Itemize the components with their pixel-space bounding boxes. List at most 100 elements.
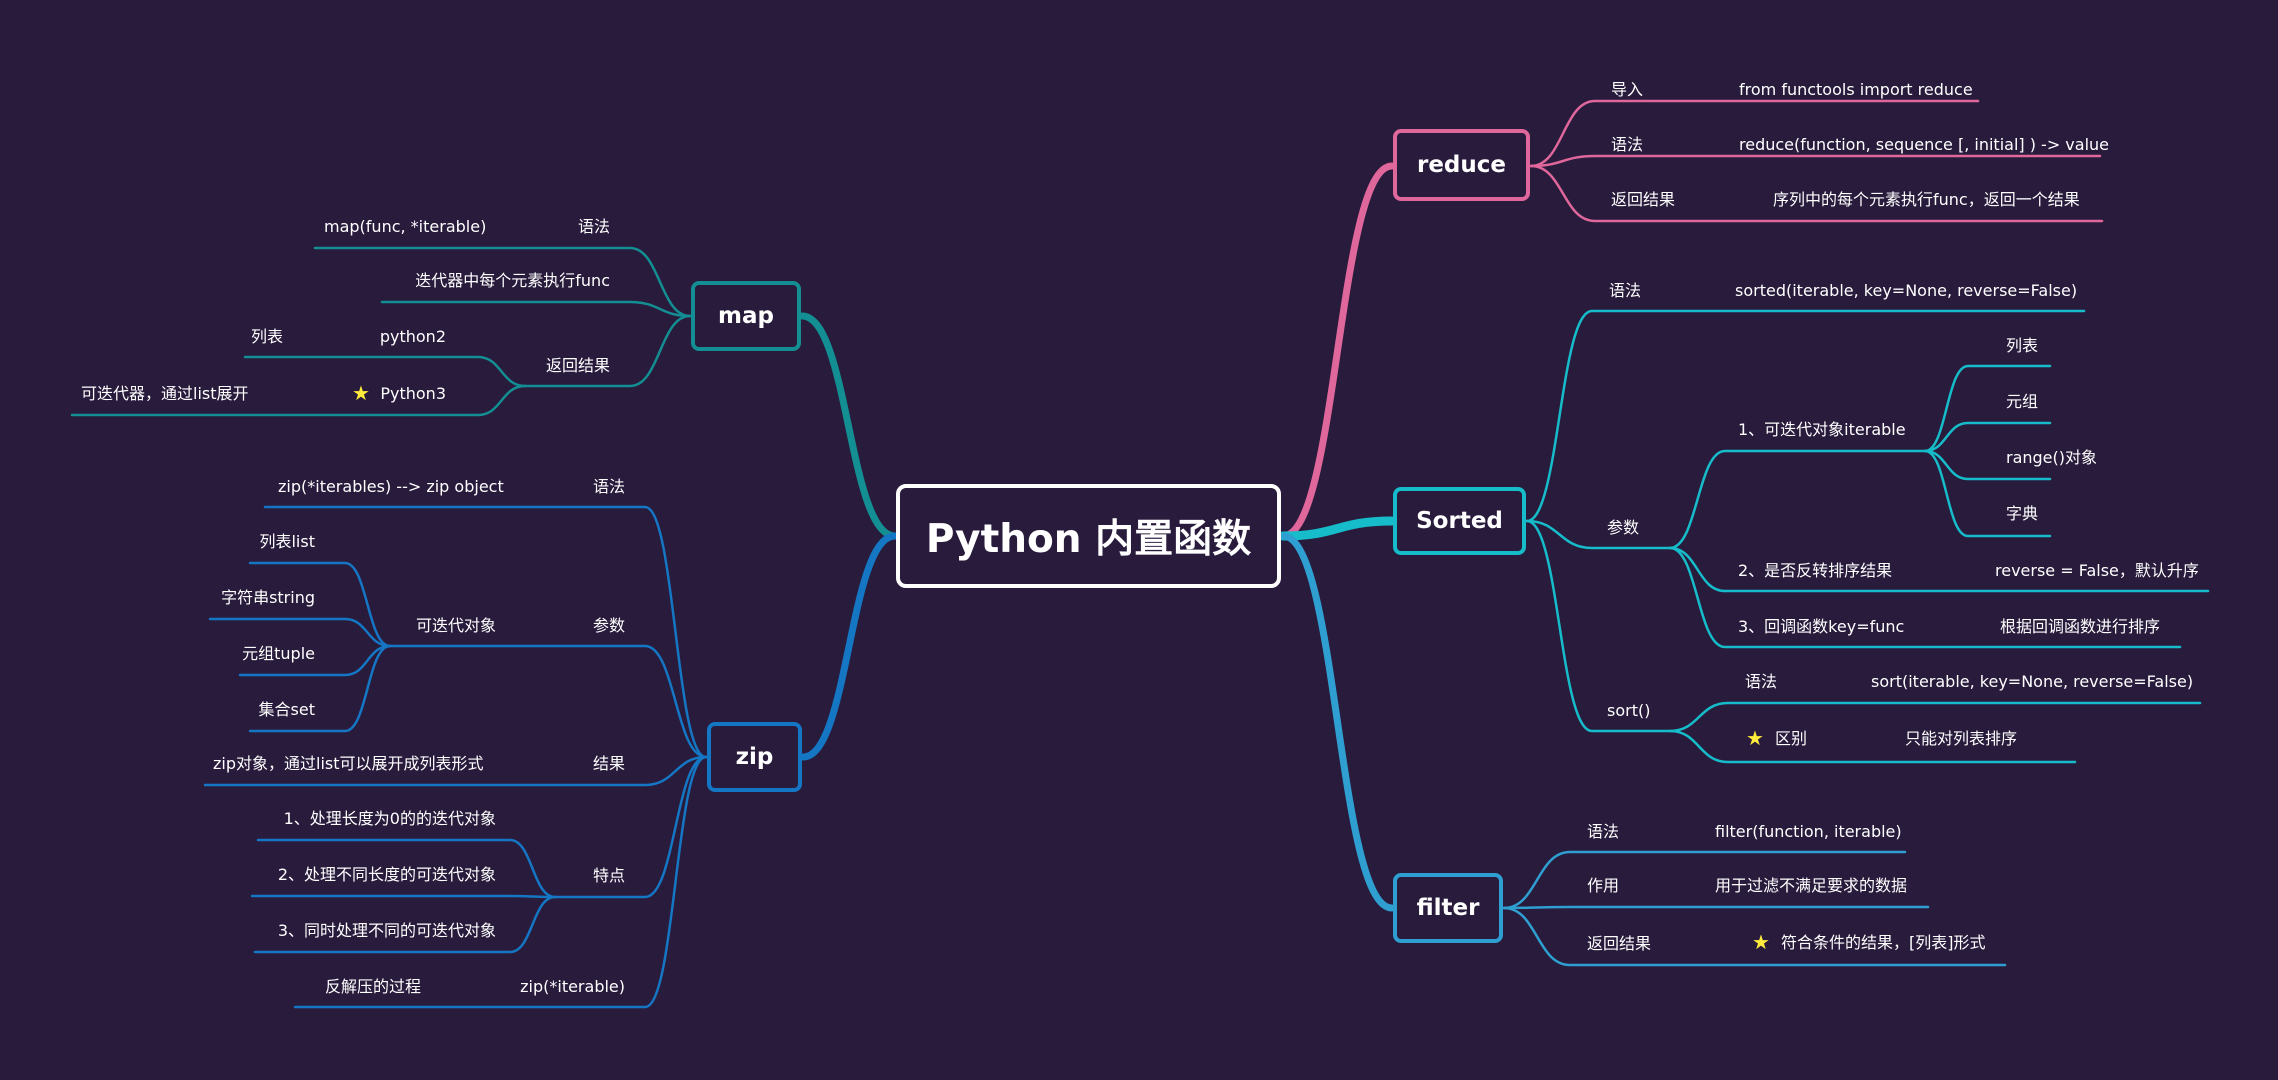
- connector-iterable-set: [248, 644, 392, 733]
- map-py2-key: python2: [379, 327, 446, 346]
- zip-iterable-item: 字符串string: [221, 588, 315, 607]
- zip-unzip-key: zip(*iterable): [520, 977, 625, 996]
- zip-params-key: 参数: [592, 616, 625, 635]
- zip-result-value: zip对象，通过list可以展开成列表形式: [213, 754, 484, 773]
- connector-zip-params: [508, 644, 708, 759]
- zip-syntax-value: zip(*iterables) --> zip object: [278, 477, 504, 496]
- zip-feature-item: 2、处理不同长度的可迭代对象: [277, 865, 496, 884]
- sort-syntax-value: sort(iterable, key=None, reverse=False): [1871, 672, 2194, 691]
- branch-sorted[interactable]: Sorted: [1393, 487, 1526, 555]
- filter-syntax-key: 语法: [1587, 822, 1620, 841]
- reduce-return-key: 返回结果: [1611, 190, 1676, 209]
- filter-effect-value: 用于过滤不满足要求的数据: [1715, 876, 1908, 895]
- connector-reduce-import: [1529, 99, 1980, 168]
- filter-effect-key: 作用: [1587, 876, 1620, 895]
- map-py2-value: 列表: [251, 327, 284, 346]
- zip-unzip-value: 反解压的过程: [325, 977, 422, 996]
- reduce-return-value: 序列中的每个元素执行func，返回一个结果: [1773, 190, 2080, 209]
- sorted-syntax-value: sorted(iterable, key=None, reverse=False…: [1735, 281, 2078, 300]
- zip-result-key: 结果: [592, 754, 625, 773]
- connector-iterable-tuple: [238, 644, 392, 677]
- zip-feature-item: 3、同时处理不同的可迭代对象: [277, 921, 496, 940]
- connector-map-py3: [70, 384, 527, 417]
- sorted-param-key-value: 根据回调函数进行排序: [2000, 617, 2161, 636]
- branch-map[interactable]: map: [691, 281, 801, 351]
- filter-return-value: 符合条件的结果，[列表]形式: [1781, 933, 1986, 952]
- sorted-iterable-item: 元组: [2006, 392, 2039, 411]
- connector-map-py2: [243, 355, 527, 388]
- map-py3-key: Python3: [380, 384, 446, 403]
- sort-diff-value: 只能对列表排序: [1905, 729, 2018, 748]
- reduce-import-value: from functools import reduce: [1739, 80, 1973, 99]
- connector-params-key: [1668, 546, 2182, 649]
- connector-iterable-list: [1923, 364, 2052, 453]
- connector-filter-return: [1502, 906, 2007, 967]
- connector-sorted-sort: [1525, 519, 1672, 733]
- map-syntax-value: map(func, *iterable): [324, 217, 487, 236]
- sorted-params-key: 参数: [1607, 518, 1640, 537]
- sort-diff-key: 区别: [1775, 729, 1808, 748]
- map-syntax-key: 语法: [577, 217, 610, 236]
- sorted-param-key: 3、回调函数key=func: [1738, 617, 1905, 636]
- connector-sort-syntax: [1668, 701, 2202, 733]
- connector-center-reduce: [1279, 162, 1396, 540]
- sorted-param-iterable: 1、可迭代对象iterable: [1738, 420, 1906, 439]
- connector-params-reverse: [1668, 546, 2210, 593]
- connector-map-return: [523, 314, 692, 388]
- sorted-param-reverse: 2、是否反转排序结果: [1738, 561, 1893, 580]
- reduce-syntax-value: reduce(function, sequence [, initial] ) …: [1739, 135, 2110, 154]
- zip-feature-item: 1、处理长度为0的的迭代对象: [283, 809, 496, 828]
- connector-zip-unzip: [293, 755, 708, 1009]
- connector-zip-syntax: [263, 505, 708, 759]
- map-return-key: 返回结果: [545, 356, 610, 375]
- star-icon: ★: [352, 381, 370, 405]
- sort-method-key: sort(): [1607, 701, 1651, 720]
- map-description: 迭代器中每个元素执行func: [415, 271, 610, 290]
- connector-iterable-tuple: [1923, 421, 2052, 453]
- connector-reduce-return: [1529, 164, 2104, 223]
- connector-iterable-list: [248, 561, 392, 648]
- branch-reduce[interactable]: reduce: [1393, 129, 1530, 201]
- connector-filter-effect: [1502, 905, 1930, 910]
- connector-center-map: [798, 312, 899, 540]
- star-icon: ★: [1746, 726, 1764, 750]
- sort-syntax-key: 语法: [1745, 672, 1778, 691]
- branch-zip[interactable]: zip: [707, 722, 802, 792]
- branch-filter[interactable]: filter: [1393, 873, 1503, 943]
- zip-iterable-key: 可迭代对象: [415, 616, 496, 635]
- zip-syntax-key: 语法: [592, 477, 625, 496]
- sorted-iterable-item: 字典: [2006, 504, 2039, 523]
- star-icon: ★: [1752, 930, 1770, 954]
- connector-feature-3: [253, 895, 557, 954]
- reduce-syntax-key: 语法: [1611, 135, 1644, 154]
- connector-feature-1: [256, 838, 557, 899]
- connector-zip-features: [553, 755, 708, 899]
- connector-iterable-range: [1923, 449, 2052, 481]
- connector-center-sorted: [1278, 516, 1397, 541]
- connector-iterable-string: [208, 617, 392, 648]
- sorted-iterable-item: range()对象: [2006, 448, 2098, 467]
- connector-iterable-dict: [1923, 449, 2052, 538]
- connector-center-zip: [799, 532, 899, 761]
- connector-filter-syntax: [1502, 850, 1907, 910]
- center-node-python-builtins[interactable]: Python 内置函数: [896, 484, 1281, 588]
- connector-zip-result: [203, 755, 708, 787]
- zip-iterable-item: 集合set: [258, 700, 315, 719]
- zip-iterable-item: 列表list: [259, 532, 315, 551]
- connector-params-iterable: [1668, 449, 1927, 550]
- sorted-iterable-item: 列表: [2006, 336, 2039, 355]
- zip-feature-key: 特点: [592, 866, 625, 885]
- connector-sorted-syntax: [1525, 309, 2086, 523]
- sorted-param-reverse-value: reverse = False，默认升序: [1995, 561, 2199, 580]
- connector-map-syntax: [313, 246, 692, 318]
- connector-feature-2: [250, 894, 557, 899]
- connector-sorted-params: [1525, 519, 1672, 550]
- reduce-import-key: 导入: [1611, 80, 1644, 99]
- connector-center-filter: [1279, 532, 1396, 912]
- connector-map-desc: [380, 300, 692, 318]
- sorted-syntax-key: 语法: [1609, 281, 1642, 300]
- map-py3-value: 可迭代器，通过list展开: [81, 384, 249, 403]
- filter-syntax-value: filter(function, iterable): [1715, 822, 1902, 841]
